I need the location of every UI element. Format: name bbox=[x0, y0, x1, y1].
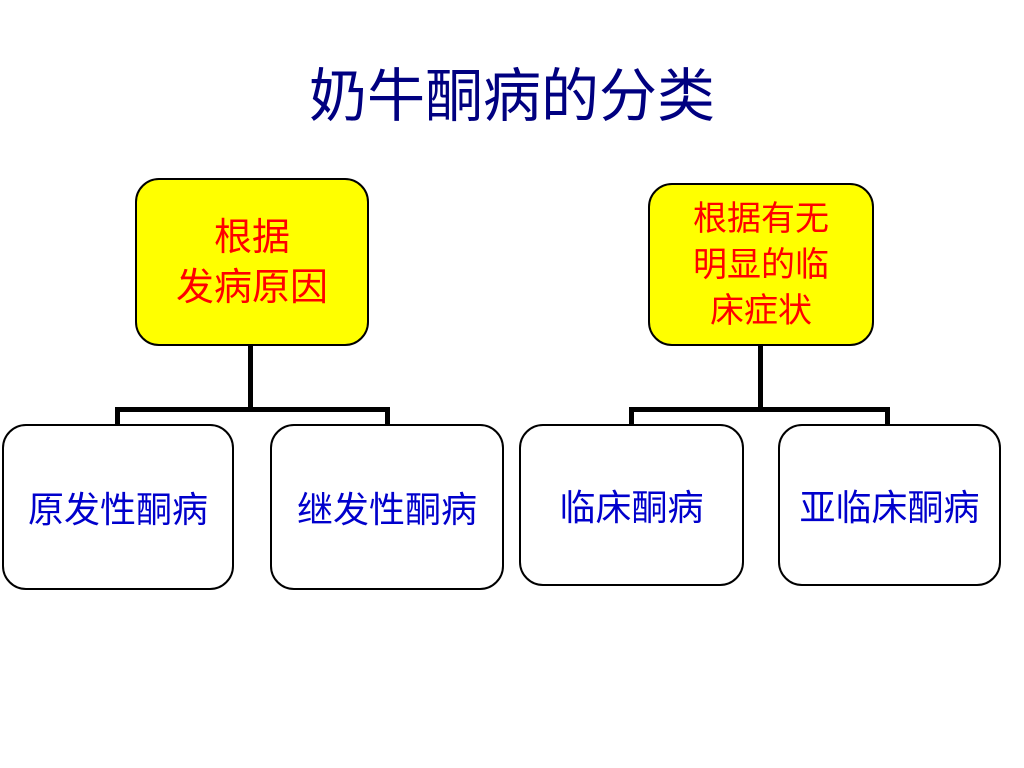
connector-bar-symptoms bbox=[629, 407, 890, 412]
connector-stem-symptoms bbox=[758, 345, 763, 411]
leaf-node-clinical-ketosis: 临床酮病 bbox=[519, 424, 744, 586]
connector-drop-symptoms-right bbox=[885, 407, 890, 425]
root-node-cause: 根据 发病原因 bbox=[135, 178, 369, 346]
leaf-node-clinical-ketosis-label: 临床酮病 bbox=[559, 488, 704, 529]
root-node-cause-label: 根据 发病原因 bbox=[175, 215, 328, 309]
leaf-node-secondary-ketosis: 继发性酮病 bbox=[270, 424, 504, 590]
root-node-symptoms-label: 根据有无 明显的临 床症状 bbox=[693, 198, 829, 331]
connector-stem-cause bbox=[248, 345, 253, 411]
connector-drop-cause-right bbox=[385, 407, 390, 425]
leaf-node-subclinical-ketosis-label: 亚临床酮病 bbox=[799, 488, 980, 529]
connector-drop-cause-left bbox=[115, 407, 120, 425]
connector-bar-cause bbox=[115, 407, 390, 412]
leaf-node-primary-ketosis-label: 原发性酮病 bbox=[27, 490, 208, 531]
leaf-node-secondary-ketosis-label: 继发性酮病 bbox=[296, 490, 477, 531]
connector-drop-symptoms-left bbox=[629, 407, 634, 425]
root-node-symptoms: 根据有无 明显的临 床症状 bbox=[648, 183, 874, 346]
leaf-node-subclinical-ketosis: 亚临床酮病 bbox=[778, 424, 1001, 586]
page-title: 奶牛酮病的分类 bbox=[308, 62, 715, 130]
leaf-node-primary-ketosis: 原发性酮病 bbox=[2, 424, 234, 590]
